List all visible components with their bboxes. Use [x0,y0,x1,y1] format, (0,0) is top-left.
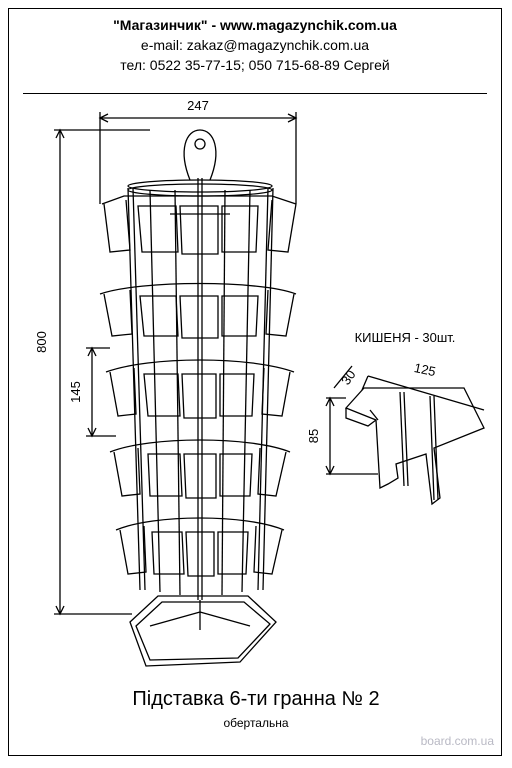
pocket-depth-label: 30 [338,367,359,387]
pocket-width-label: 125 [413,360,437,379]
tier-3 [105,359,295,419]
dim-height-label: 800 [34,331,49,353]
header-email-line: e-mail: zakaz@magazynchik.com.ua [140,37,370,53]
caption-title: Підставка 6-ти гранна № 2 [132,688,380,710]
watermark: board.com.ua [420,734,494,748]
tier-2 [99,282,297,339]
dim-height [54,128,150,616]
header-divider [23,93,487,94]
dim-width [98,112,298,204]
top-ring [127,179,273,193]
dim-tier-spacing [86,346,116,438]
tier-4 [109,439,291,499]
dim-width-label: 247 [187,98,209,113]
hanging-loop [183,129,217,181]
pocket-label: КИШЕНЯ - 30шт. [355,330,456,345]
loop-hole [194,138,206,150]
header-phone-line: тел: 0522 35-77-15; 050 715-68-89 Сергей [120,57,390,73]
header-shop-line: "Магазинчик" - www.magazynchik.com.ua [113,17,397,33]
drawing-sheet: "Магазинчик" - www.magazynchik.com.ua e-… [8,8,502,756]
tier-1 [101,195,297,255]
rotating-base [129,595,277,667]
tier-5 [115,517,285,577]
pocket-detail [325,365,485,506]
dim-tier-spacing-label: 145 [68,381,83,403]
header: "Магазинчик" - www.magazynchik.com.ua e-… [9,15,501,75]
pocket-height-label: 85 [306,429,321,443]
caption-subtitle: обертальна [223,716,289,730]
frame-rods [127,178,274,600]
